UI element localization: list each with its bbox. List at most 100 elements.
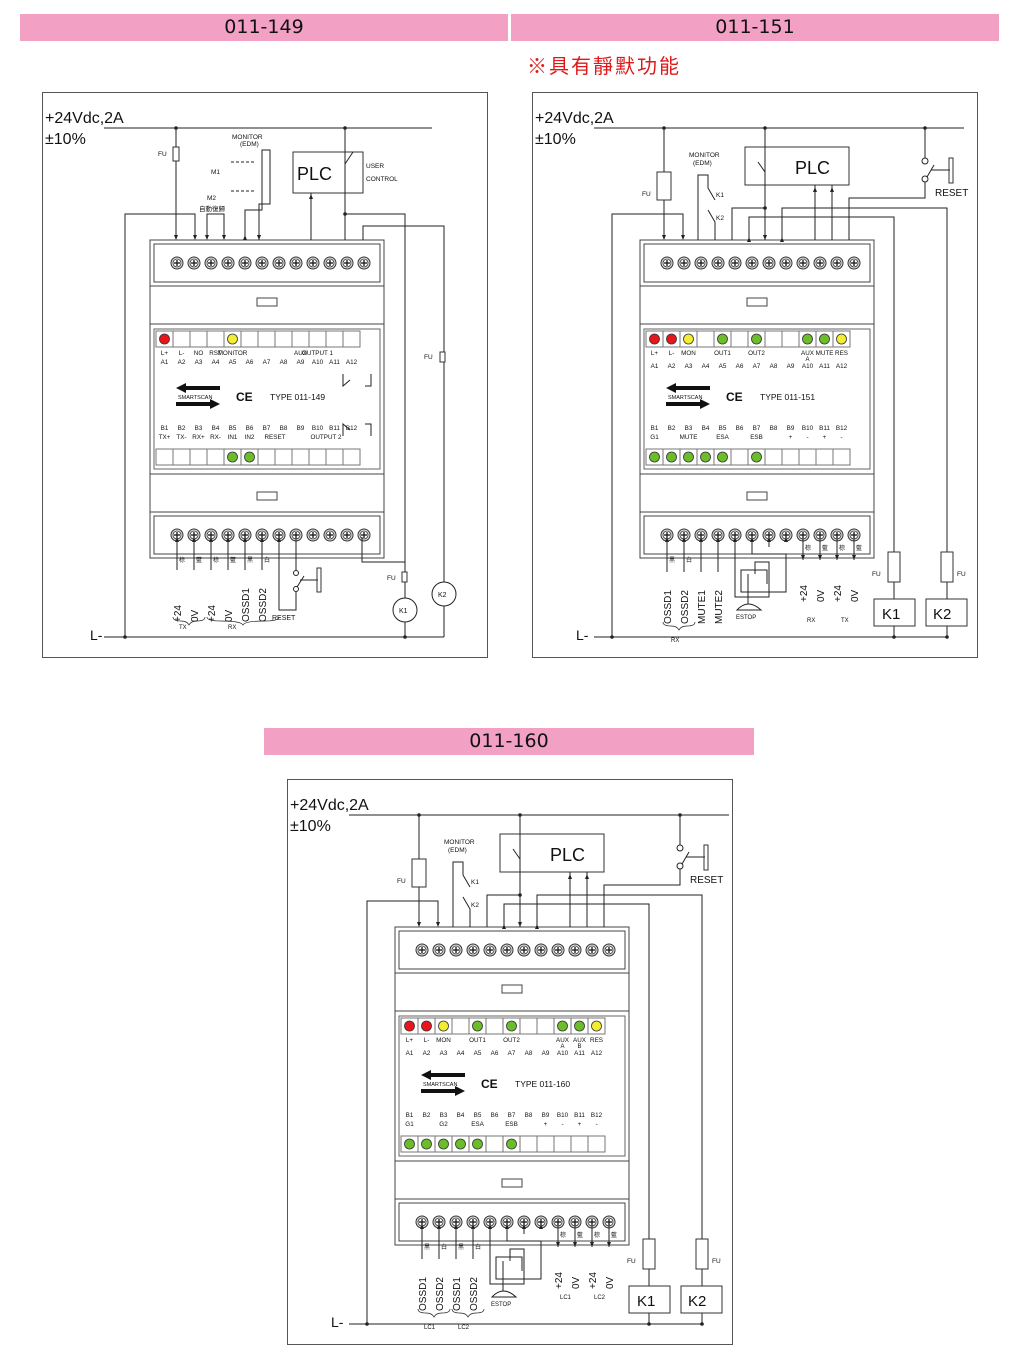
m1-label: M1 xyxy=(211,169,220,176)
monitor-loop xyxy=(452,861,471,927)
led-cell xyxy=(274,448,293,466)
ce-mark: CE xyxy=(481,1077,498,1091)
junction-dot xyxy=(518,893,522,897)
pin-label: B1 xyxy=(651,425,659,432)
arrow-up-icon xyxy=(175,537,179,542)
terminal-function-sublabel: B xyxy=(577,1044,581,1050)
terminal-function-label: OSSD2 xyxy=(680,590,691,624)
terminal-function-label: +24 xyxy=(588,1272,599,1289)
estop-wire xyxy=(734,540,770,598)
led-cell xyxy=(730,330,749,348)
terminal-function-label: L+ xyxy=(161,350,169,357)
status-panel-inner xyxy=(398,1015,626,1157)
negative-rail-label: L- xyxy=(331,1314,344,1330)
arrow-up-icon xyxy=(192,537,196,542)
pin-label: B11 xyxy=(819,425,830,432)
arrow-up-icon xyxy=(277,537,281,542)
led-cell xyxy=(730,448,749,466)
reset-switch xyxy=(926,164,935,178)
smartscan-arrow-left-icon xyxy=(421,1070,465,1080)
pin-label: B6 xyxy=(736,425,744,432)
plc-contact xyxy=(512,848,521,860)
junction-dot xyxy=(417,813,421,817)
terminal-function-label: - xyxy=(806,434,808,441)
terminal-function-label: 0V xyxy=(190,609,201,622)
housing-upper xyxy=(639,285,875,325)
latch-tab xyxy=(501,1178,523,1188)
smartscan-arrow-left-icon xyxy=(176,383,220,393)
k2-contact-label: K2 xyxy=(471,902,479,909)
pin-label: A2 xyxy=(423,1050,431,1057)
terminal-function-label: L+ xyxy=(406,1037,414,1044)
diagram-frame xyxy=(287,779,733,1345)
wire-color-label: 棕 xyxy=(213,556,219,564)
terminal-function-label: OSSD1 xyxy=(418,1277,429,1311)
plc-box xyxy=(292,151,364,194)
m2-label: M2 xyxy=(207,195,216,202)
terminal-function-label: 0V xyxy=(816,589,827,602)
plc-label: PLC xyxy=(795,158,830,178)
arrow-up-icon xyxy=(454,1224,458,1229)
arrow-down-icon xyxy=(801,555,805,560)
led-green-icon xyxy=(717,451,728,463)
user-contact xyxy=(344,151,354,165)
latch-tab xyxy=(746,297,768,307)
edm-label: (EDM) xyxy=(448,847,467,854)
terminal-function-label: +24 xyxy=(799,585,810,602)
estop-button-icon xyxy=(490,1290,518,1298)
arrow-down-icon xyxy=(518,922,522,927)
led-cell xyxy=(342,448,361,466)
arrow-up-icon xyxy=(437,1224,441,1229)
junction-dot xyxy=(763,206,767,210)
top-terminal-block-inner xyxy=(153,243,381,283)
led-green-icon xyxy=(506,1138,517,1150)
reset-wire xyxy=(278,537,297,611)
wire-color-label: 棕 xyxy=(805,544,811,552)
arrow-up-icon xyxy=(784,537,788,542)
led-cell xyxy=(325,330,344,348)
k2-relay-label: K2 xyxy=(688,1293,706,1310)
pin-label: A3 xyxy=(440,1050,448,1057)
wire xyxy=(611,213,684,637)
pin-label: B1 xyxy=(406,1112,414,1119)
monitor-label: MONITOR xyxy=(444,839,475,846)
rx-group-label: RX xyxy=(807,618,815,624)
arrow-up-icon xyxy=(309,194,313,199)
led-cell xyxy=(696,330,715,348)
estop-button-icon xyxy=(735,603,763,611)
reset-label: RESET xyxy=(935,188,968,199)
k2-relay-label: K2 xyxy=(933,606,951,623)
led-cell xyxy=(536,1017,555,1035)
pin-label: B2 xyxy=(668,425,676,432)
supply-voltage-label: +24Vdc,2A xyxy=(45,110,124,127)
arrow-up-icon xyxy=(780,237,784,242)
led-cell xyxy=(189,448,208,466)
wire xyxy=(486,894,520,927)
led-red-icon xyxy=(666,333,677,345)
reset-contact xyxy=(676,844,684,852)
fuse-label: FU xyxy=(712,1258,721,1265)
terminal-function-label: AUX xyxy=(556,1037,570,1044)
arrow-up-icon xyxy=(535,924,539,929)
wire xyxy=(503,903,650,1324)
supply-tolerance-label: ±10% xyxy=(535,131,576,148)
mute-function-note: ※具有靜默功能 xyxy=(527,54,681,78)
junction-dot xyxy=(365,1322,369,1326)
bottom-terminal-block xyxy=(149,511,385,559)
terminal-function-label: - xyxy=(840,434,842,441)
pin-label: B4 xyxy=(457,1112,465,1119)
pin-label: B6 xyxy=(246,425,254,432)
led-red-icon xyxy=(421,1020,432,1032)
header-011-151: 011-151 xyxy=(511,14,999,41)
user-label: USER xyxy=(366,163,384,170)
arrow-up-icon xyxy=(750,537,754,542)
pin-label: A4 xyxy=(457,1050,465,1057)
terminal-function-label: - xyxy=(561,1121,563,1128)
terminal-function-label: MUTE2 xyxy=(714,590,725,624)
terminal-function-label: ESA xyxy=(471,1121,484,1128)
led-cell xyxy=(155,448,174,466)
terminal-function-label: MONITOR xyxy=(218,350,248,357)
wire-color-label: 白 xyxy=(264,556,270,564)
arrow-down-icon xyxy=(174,235,178,240)
